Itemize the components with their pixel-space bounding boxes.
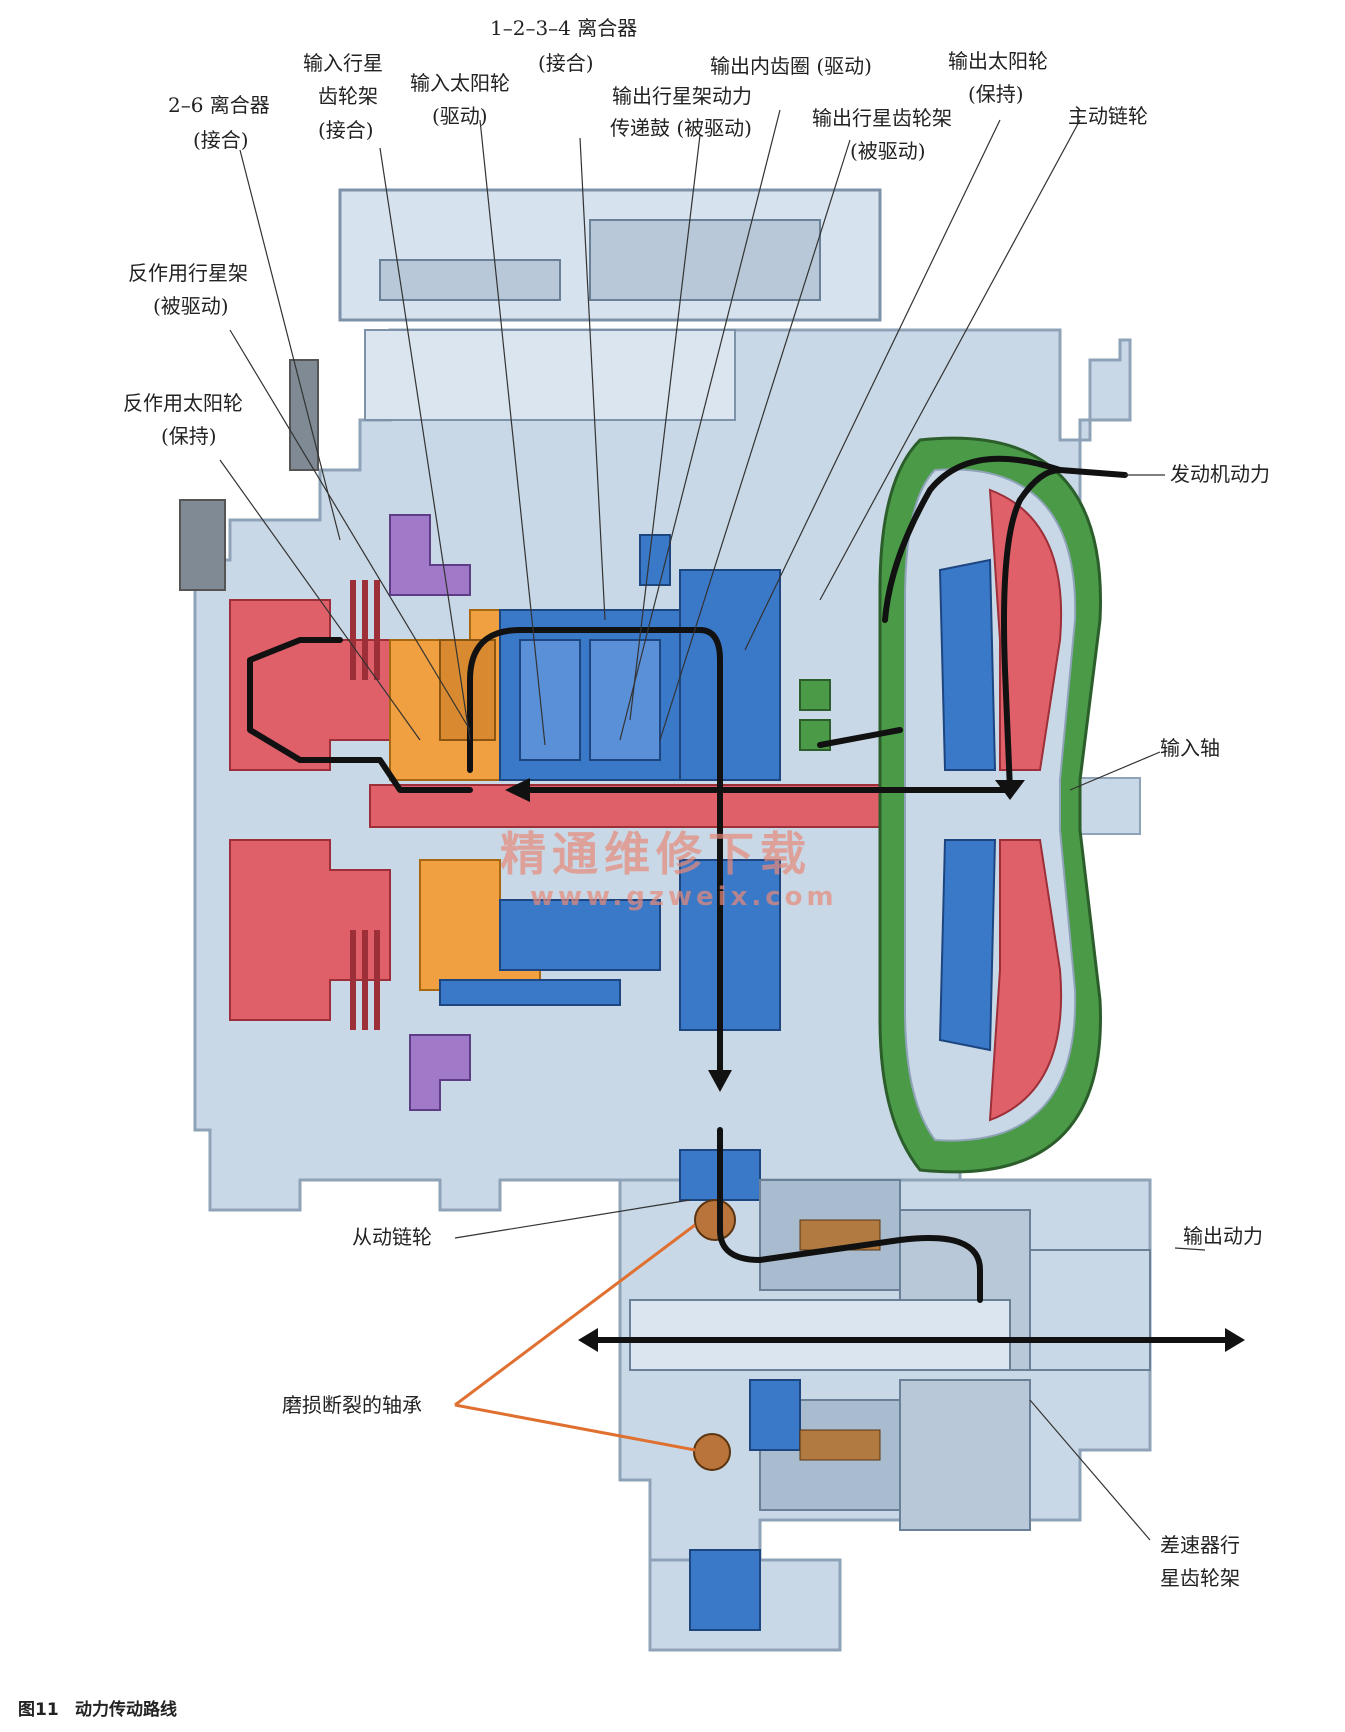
label-input-shaft: 输入轴	[1160, 736, 1220, 760]
arrow-right	[1225, 1328, 1245, 1352]
label-driven-sprocket: 从动链轮	[352, 1225, 432, 1249]
label-reaction-sun-state: (保持)	[161, 424, 217, 448]
label-diff-carrier-line2: 星齿轮架	[1160, 1566, 1240, 1590]
watermark: 精通维修下载 www.gzweix.com	[500, 827, 838, 912]
figure-caption: 图11 动力传动路线	[18, 1699, 177, 1720]
label-reaction-carrier: 反作用行星架	[128, 261, 248, 285]
power-flow-path	[247, 455, 1245, 1352]
label-clutch-1234-state: (接合)	[538, 51, 594, 75]
label-engine-power: 发动机动力	[1170, 462, 1270, 486]
label-input-sun: 输入太阳轮	[410, 71, 510, 95]
label-input-sun-state: (驱动)	[432, 104, 488, 128]
label-diff-carrier-line1: 差速器行	[1160, 1533, 1240, 1557]
label-input-carrier-line1: 输入行星	[303, 51, 383, 75]
arrow-down	[708, 1070, 732, 1092]
label-output-drum-line1: 输出行星架动力	[612, 84, 752, 108]
label-drive-sprocket: 主动链轮	[1068, 104, 1148, 128]
label-output-ring: 输出内齿圈 (驱动)	[710, 54, 872, 78]
label-clutch-1234: 1–2–3–4 离合器	[490, 16, 637, 40]
leader-lines	[219, 109, 1206, 1541]
label-output-power: 输出动力	[1183, 1224, 1263, 1248]
watermark-line1: 精通维修下载	[500, 827, 812, 881]
arrow-in-converter	[995, 780, 1025, 800]
bearing-upper	[694, 1199, 736, 1241]
planetary-gearset-blue	[439, 534, 781, 1031]
torque-converter	[799, 436, 1102, 1174]
caption-title: 动力传动路线	[75, 1699, 177, 1720]
bearing-lower	[693, 1433, 731, 1471]
watermark-line2: www.gzweix.com	[530, 882, 838, 912]
label-output-sun-state: (保持)	[968, 82, 1024, 106]
label-output-carrier: 输出行星齿轮架	[812, 106, 952, 130]
caption-figure-number: 图11	[18, 1700, 59, 1720]
arrow-in-left	[505, 778, 530, 802]
arrow-left	[578, 1328, 598, 1352]
label-input-carrier-line2: 齿轮架	[318, 84, 378, 108]
label-output-drum-line2: 传递鼓 (被驱动)	[610, 116, 752, 140]
label-reaction-carrier-state: (被驱动)	[153, 294, 229, 318]
label-output-carrier-state: (被驱动)	[850, 139, 926, 163]
label-input-carrier-state: (接合)	[318, 118, 374, 142]
label-output-sun: 输出太阳轮	[948, 49, 1048, 73]
label-worn-bearing: 磨损断裂的轴承	[282, 1393, 422, 1417]
label-clutch-26: 2–6 离合器	[168, 93, 270, 117]
reaction-parts-purple	[389, 514, 471, 1111]
label-clutch-26-state: (接合)	[193, 128, 249, 152]
part-labels: 1–2–3–4 离合器 (接合) 输入行星 齿轮架 (接合) 输入太阳轮 (驱动…	[123, 16, 1270, 1590]
label-reaction-sun: 反作用太阳轮	[123, 391, 243, 415]
